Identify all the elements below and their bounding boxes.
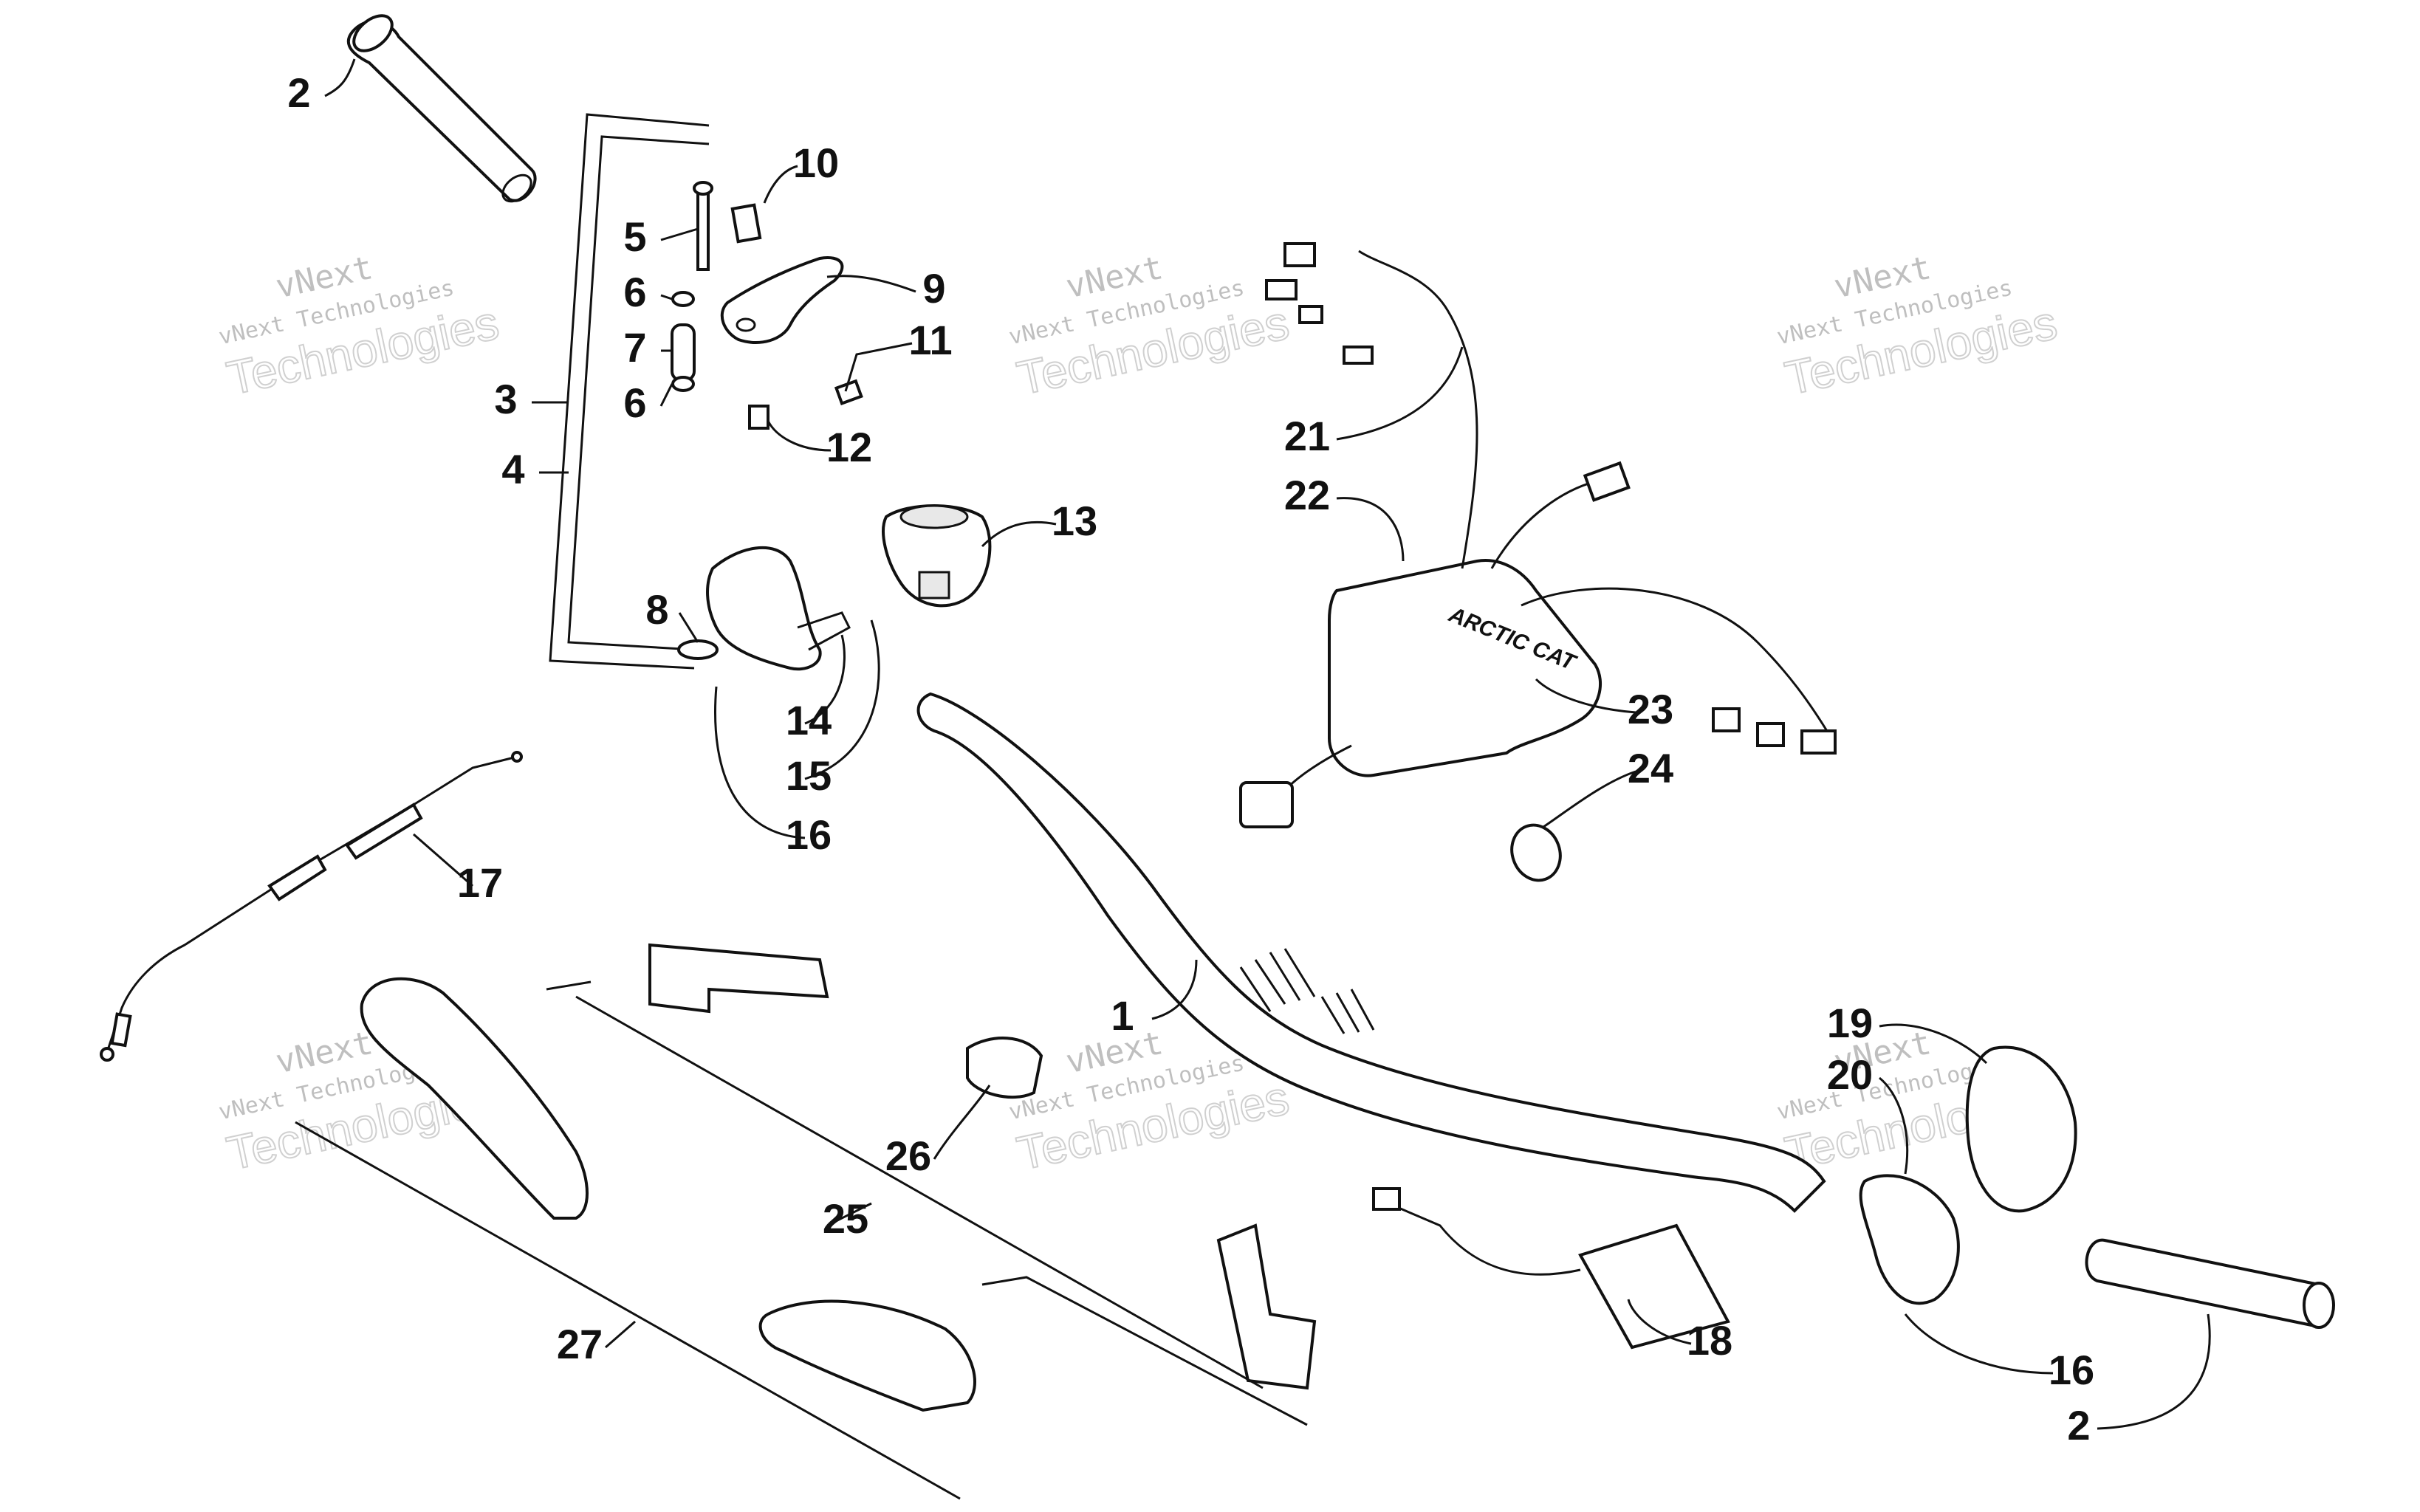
- pin-and-bushings: [671, 181, 713, 392]
- callout-19: 19: [1827, 1000, 1873, 1046]
- callout-16: 16: [2049, 1347, 2094, 1393]
- throttle-block: [1372, 1187, 1730, 1350]
- callout-10: 10: [793, 140, 839, 186]
- left-switch-housing: [882, 504, 992, 608]
- brake-lever: [720, 203, 863, 430]
- callout-17: 17: [457, 859, 503, 906]
- assembly-lines: [295, 980, 1308, 1500]
- callout-20: 20: [1827, 1051, 1873, 1098]
- callout-4: 4: [501, 446, 524, 492]
- callout-12: 12: [826, 424, 872, 470]
- callout-11: 11: [908, 317, 952, 363]
- callout-1: 1: [1111, 992, 1134, 1039]
- assembly-bracket: [549, 113, 710, 670]
- cable-clamp: [1510, 823, 1562, 882]
- left-grip: [346, 14, 537, 203]
- callout-21: 21: [1284, 413, 1330, 459]
- hand-guard-left: [360, 977, 589, 1220]
- callout-18: 18: [1687, 1317, 1732, 1364]
- callout-6: 6: [623, 269, 646, 315]
- callout-7: 7: [623, 324, 646, 371]
- callout-24: 24: [1628, 745, 1673, 791]
- callout-26: 26: [885, 1133, 931, 1179]
- callout-8: 8: [645, 586, 668, 633]
- right-grip: [2085, 1238, 2335, 1329]
- leader-lines: [324, 58, 2211, 1430]
- throttle-cable: [100, 751, 523, 1062]
- callout-25: 25: [823, 1195, 868, 1242]
- callout-13: 13: [1052, 498, 1097, 544]
- callout-6: 6: [623, 379, 646, 426]
- callout-9: 9: [922, 265, 945, 312]
- master-cylinder: [677, 546, 851, 671]
- handlebar: [916, 692, 1826, 1213]
- mount-brackets: [648, 943, 1317, 1390]
- callout-15: 15: [786, 752, 832, 799]
- callout-27: 27: [557, 1321, 603, 1367]
- callout-2: 2: [287, 69, 310, 116]
- wiring-harness: ARCTIC CAT: [1239, 242, 1837, 828]
- callout-2: 2: [2067, 1402, 2090, 1449]
- callout-3: 3: [494, 376, 517, 422]
- callout-5: 5: [623, 213, 646, 260]
- callout-23: 23: [1628, 686, 1673, 732]
- callout-labels: 2 10 5 6 9 7 11 3 6 12 4 13 8 14 15 16 17 21 22 23 24 1 19 20 26…: [287, 69, 2094, 1449]
- callout-22: 22: [1284, 472, 1330, 518]
- hand-guard-right: [758, 1299, 976, 1412]
- right-switch-housing: [1859, 1045, 2077, 1305]
- callout-14: 14: [786, 697, 832, 743]
- callout-16: 16: [786, 811, 832, 858]
